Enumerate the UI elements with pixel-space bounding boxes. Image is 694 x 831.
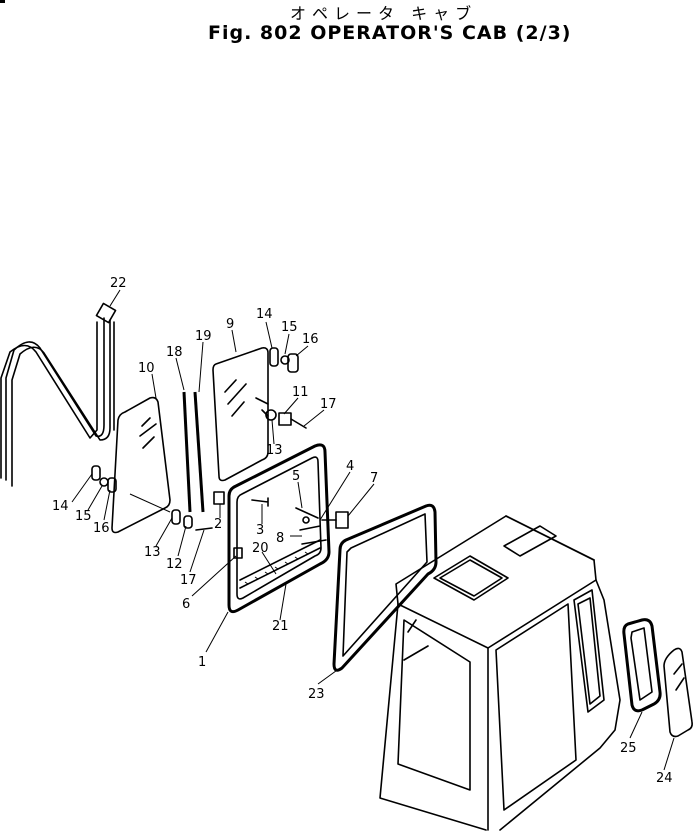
callout-15-upper: 15 (281, 320, 298, 335)
callout-14-lower: 14 (52, 499, 69, 514)
callout-14-upper: 14 (256, 307, 273, 322)
corner-mark (0, 0, 5, 3)
part-22-door-seal (0, 302, 117, 487)
leader-lines (71, 289, 675, 771)
callout-8: 8 (276, 531, 284, 546)
callout-18: 18 (166, 345, 183, 360)
callout-13-upper: 13 (266, 443, 283, 458)
callout-12: 12 (166, 557, 183, 572)
cab-body (379, 515, 621, 831)
callout-16-upper: 16 (302, 332, 319, 347)
callout-5: 5 (292, 469, 300, 484)
callout-13-lower: 13 (144, 545, 161, 560)
callout-16-lower: 16 (93, 521, 110, 536)
part-14-15-16-lower (91, 465, 213, 531)
callout-25: 25 (620, 741, 637, 756)
part-25-seal (622, 618, 662, 713)
callout-2: 2 (214, 517, 222, 532)
callout-3: 3 (256, 523, 264, 538)
part-1-door-frame (227, 443, 331, 614)
callout-4: 4 (346, 459, 354, 474)
part-small-fittings (213, 409, 349, 545)
callout-24: 24 (656, 771, 673, 786)
callout-23: 23 (308, 687, 325, 702)
part-23-window-seal (332, 503, 438, 672)
callout-10: 10 (138, 361, 155, 376)
callout-9: 9 (226, 317, 234, 332)
callout-numbers: 22 9 19 18 10 14 15 16 11 17 13 2 3 5 4 … (52, 276, 673, 786)
part-9-window-glass (212, 347, 269, 482)
figure-title-japanese: オペレータ キャブ (290, 4, 478, 23)
callout-17-upper: 17 (320, 397, 337, 412)
part-14-15-16-upper (255, 347, 299, 417)
callout-1: 1 (198, 655, 206, 670)
callout-22: 22 (110, 276, 127, 291)
callout-15-lower: 15 (75, 509, 92, 524)
callout-6: 6 (182, 597, 190, 612)
callout-20: 20 (252, 541, 269, 556)
callout-17-lower: 17 (180, 573, 197, 588)
callout-7: 7 (370, 471, 378, 486)
part-10-window-glass (111, 396, 171, 534)
callout-11: 11 (292, 385, 309, 400)
figure-title: Fig. 802 OPERATOR'S CAB (2/3) (208, 22, 572, 44)
callout-19: 19 (195, 329, 212, 344)
part-24-glass (663, 647, 693, 738)
part-18-19-channels (182, 391, 205, 513)
callout-21: 21 (272, 619, 289, 634)
